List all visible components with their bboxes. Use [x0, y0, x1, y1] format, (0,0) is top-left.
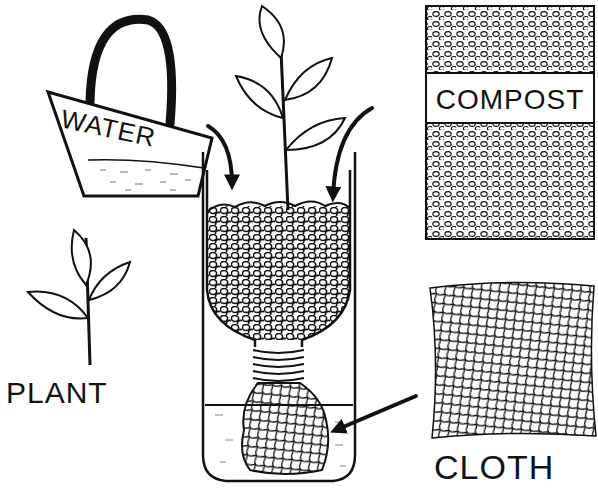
cloth-sample	[430, 282, 596, 438]
watering-can	[48, 19, 212, 196]
compost-box: COMPOST	[425, 5, 595, 240]
shape-label: COMPOST	[436, 83, 585, 117]
plant-sample	[28, 230, 130, 365]
pointer-arrows	[208, 108, 416, 430]
plant-label: PLANT	[6, 376, 108, 410]
bottle-plant	[236, 6, 345, 210]
bottle-planter	[203, 152, 355, 481]
compost-texture	[427, 7, 593, 238]
cloth-label: CLOTH	[434, 448, 554, 487]
